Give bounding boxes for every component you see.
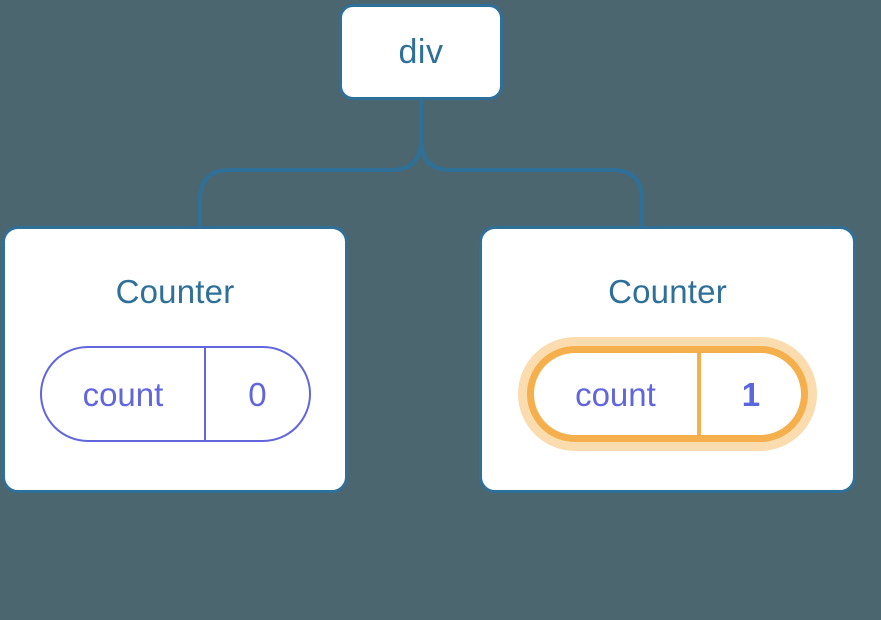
state-pill-wrap-left: count 0 bbox=[5, 346, 345, 442]
state-pill-right-value-cell: 1 bbox=[696, 353, 801, 435]
node-counter-left[interactable]: Counter count 0 bbox=[2, 226, 348, 493]
state-pill-left-value: 0 bbox=[248, 375, 267, 413]
state-pill-right-value: 1 bbox=[741, 375, 761, 413]
node-div[interactable]: div bbox=[339, 4, 503, 100]
diagram-canvas: div Counter count 0 Counter count bbox=[2, 4, 856, 493]
node-counter-right[interactable]: Counter count 1 bbox=[479, 226, 856, 493]
state-pill-right-key: count bbox=[575, 375, 656, 413]
state-pill-left[interactable]: count 0 bbox=[39, 346, 311, 442]
state-pill-left-value-cell: 0 bbox=[204, 348, 308, 440]
connector-lines bbox=[198, 98, 644, 230]
state-pill-left-key-cell: count bbox=[42, 348, 205, 440]
node-counter-left-title: Counter bbox=[115, 273, 235, 310]
state-pill-right[interactable]: count 1 bbox=[527, 346, 808, 442]
state-pill-left-key: count bbox=[82, 375, 164, 413]
state-pill-wrap-right: count 1 bbox=[482, 346, 853, 442]
node-div-label: div bbox=[398, 33, 444, 71]
state-pill-right-key-cell: count bbox=[534, 353, 697, 435]
node-counter-right-title: Counter bbox=[608, 273, 727, 310]
